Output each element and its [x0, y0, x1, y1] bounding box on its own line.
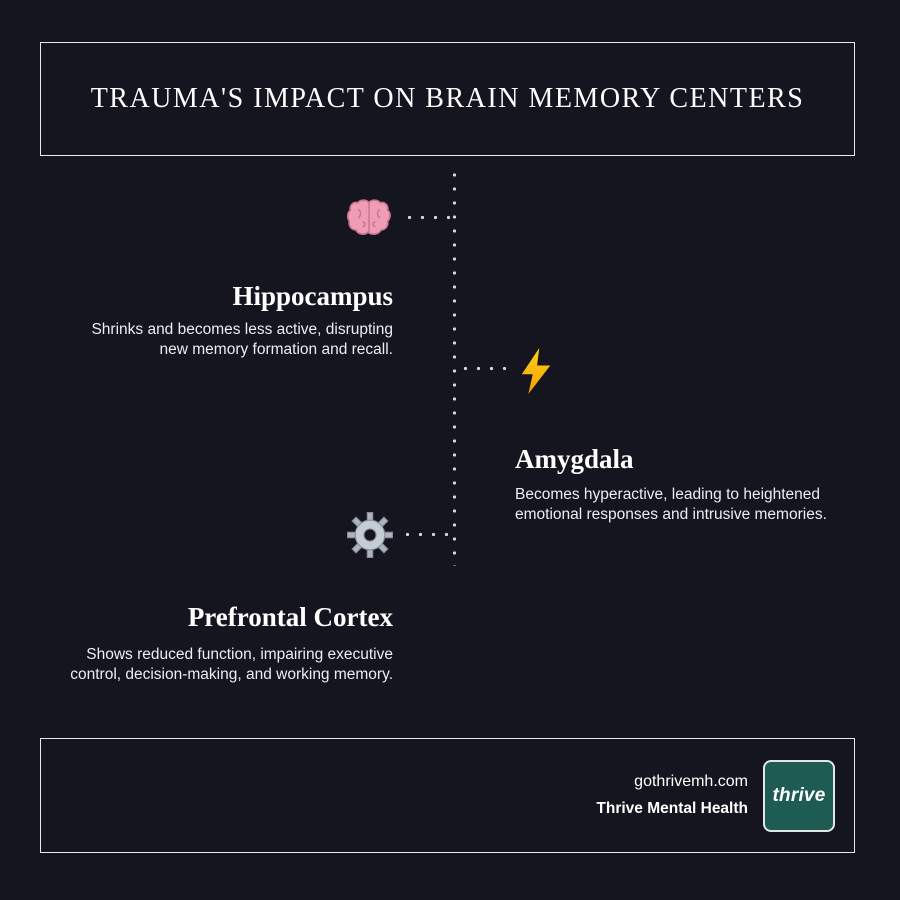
footer-box: gothrivemh.com Thrive Mental Health thri…: [40, 738, 855, 853]
brain-icon: [346, 198, 392, 238]
footer-text-block: gothrivemh.com Thrive Mental Health: [596, 773, 748, 818]
description-line: emotional responses and intrusive memori…: [515, 506, 827, 523]
description-line: Shows reduced function, impairing execut…: [86, 646, 393, 663]
connector-dots-hippocampus: [403, 215, 453, 220]
thrive-logo-text: thrive: [772, 784, 826, 806]
section-description-amygdala: Becomes hyperactive, leading to heighten…: [515, 485, 885, 525]
description-line: control, decision-making, and working me…: [70, 666, 393, 683]
section-title-hippocampus: Hippocampus: [232, 281, 393, 311]
description-line: Becomes hyperactive, leading to heighten…: [515, 486, 821, 503]
gear-icon: [347, 512, 393, 558]
connector-dots-prefrontal: [401, 532, 452, 537]
lightning-icon: [519, 348, 553, 394]
page-title: TRAUMA'S IMPACT ON BRAIN MEMORY CENTERS: [90, 83, 805, 114]
title-box: TRAUMA'S IMPACT ON BRAIN MEMORY CENTERS: [40, 42, 855, 156]
description-line: new memory formation and recall.: [159, 341, 393, 358]
footer-company: Thrive Mental Health: [596, 800, 748, 817]
timeline-dotted-line: [452, 168, 457, 566]
section-description-prefrontal-cortex: Shows reduced function, impairing execut…: [33, 645, 393, 685]
section-title-amygdala: Amygdala: [515, 444, 634, 474]
section-description-hippocampus: Shrinks and becomes less active, disrupt…: [33, 320, 393, 360]
section-title-prefrontal-cortex: Prefrontal Cortex: [187, 602, 393, 632]
footer-website: gothrivemh.com: [634, 773, 748, 790]
connector-dots-amygdala: [459, 366, 508, 371]
thrive-logo: thrive: [763, 759, 835, 832]
description-line: Shrinks and becomes less active, disrupt…: [91, 321, 393, 338]
